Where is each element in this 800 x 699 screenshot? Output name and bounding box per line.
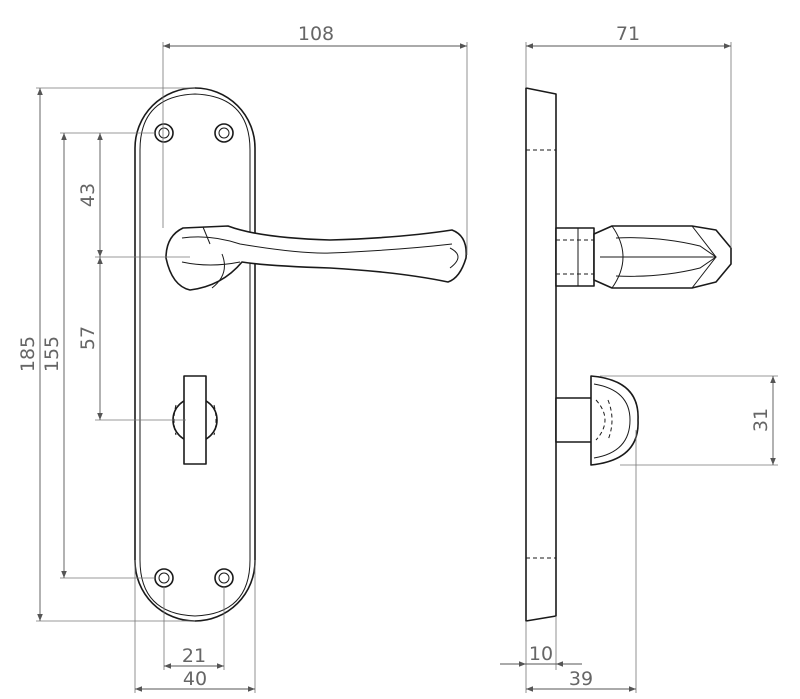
screw-hole-top-left xyxy=(154,123,174,143)
side-view xyxy=(525,87,732,622)
lever-handle xyxy=(165,225,468,291)
front-view xyxy=(134,87,468,622)
screw-hole-bottom-right xyxy=(214,568,234,588)
dim-label-plate-thickness: 10 xyxy=(529,643,553,665)
dimension-lines xyxy=(36,42,778,693)
dim-label-screw-spacing: 155 xyxy=(41,336,63,372)
dimension-labels: 108 71 185 155 43 57 31 21 40 10 39 xyxy=(17,23,772,690)
backplate-bevel xyxy=(139,93,251,617)
thumb-turn-profile xyxy=(555,375,639,466)
dim-label-lever-length: 108 xyxy=(298,23,334,45)
dim-label-lever-to-turn: 57 xyxy=(77,326,99,350)
dim-label-screw-hole-spacing: 21 xyxy=(182,645,206,667)
dim-label-side-projection: 71 xyxy=(616,23,640,45)
dim-label-turn-depth: 39 xyxy=(569,668,593,690)
dim-label-turn-projection: 31 xyxy=(750,408,772,432)
dim-label-top-to-lever: 43 xyxy=(77,183,99,207)
backplate-outline xyxy=(134,87,256,622)
backplate-profile xyxy=(525,87,557,622)
dim-label-plate-height: 185 xyxy=(17,336,39,372)
screw-hole-bottom-left xyxy=(154,568,174,588)
dim-label-plate-width: 40 xyxy=(183,668,207,690)
screw-hole-top-right xyxy=(214,123,234,143)
lever-profile xyxy=(555,225,732,289)
